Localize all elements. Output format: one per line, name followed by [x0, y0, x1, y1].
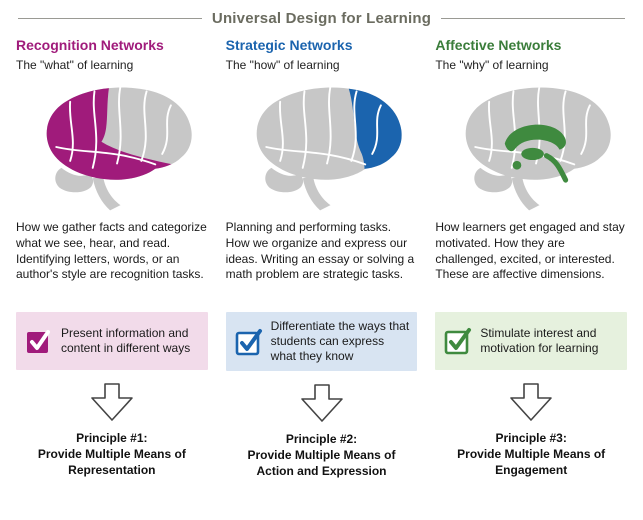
callout-strategic: Differentiate the ways that students can…: [225, 312, 418, 371]
down-arrow-icon: [435, 382, 627, 422]
column-subtitle: The "how" of learning: [225, 58, 340, 72]
principle-1: Principle #1: Provide Multiple Means of …: [16, 430, 208, 479]
column-description: How we gather facts and categorize what …: [16, 220, 207, 282]
title-divider-left: [18, 18, 202, 19]
column-affective: Affective Networks The "why" of learning: [435, 37, 628, 480]
callout-recognition: Present information and content in diffe…: [16, 312, 208, 370]
principle-3: Principle #3: Provide Multiple Means of …: [435, 430, 627, 479]
principle-line: Engagement: [495, 463, 568, 478]
brain-recognition-svg: [46, 87, 192, 211]
checkbox-icon: [234, 327, 264, 357]
brain-affective-svg: [466, 87, 612, 211]
principle-line: Provide Multiple Means of: [457, 447, 606, 462]
column-heading: Recognition Networks: [16, 37, 164, 53]
principle-line: Action and Expression: [256, 464, 387, 479]
column-description: Planning and performing tasks. How we or…: [225, 220, 415, 282]
callout-text: Present information and content in diffe…: [61, 326, 191, 355]
principle-line: Provide Multiple Means of: [37, 447, 186, 462]
principle-line: Representation: [68, 463, 156, 478]
brain-strategic-image: [226, 78, 418, 216]
column-description: How learners get engaged and stay motiva…: [435, 220, 625, 282]
column-recognition: Recognition Networks The "what" of learn…: [16, 37, 208, 480]
callout-text: Differentiate the ways that students can…: [270, 319, 410, 363]
page-title: Universal Design for Learning: [211, 10, 432, 27]
down-arrow-icon: [226, 383, 418, 423]
callout-text: Stimulate interest and motivation for le…: [480, 326, 599, 355]
checkbox-icon: [24, 326, 54, 356]
column-strategic: Strategic Networks The "how" of learning: [225, 37, 418, 480]
callout-affective: Stimulate interest and motivation for le…: [435, 312, 628, 370]
principle-2: Principle #2: Provide Multiple Means of …: [226, 431, 418, 480]
column-heading: Strategic Networks: [225, 37, 353, 53]
column-subtitle: The "what" of learning: [16, 58, 134, 72]
down-arrow-icon: [16, 382, 208, 422]
principle-line: Provide Multiple Means of: [247, 448, 396, 463]
checkbox-icon: [443, 326, 473, 356]
columns: Recognition Networks The "what" of learn…: [12, 37, 631, 480]
principle-title: Principle #3:: [495, 431, 567, 445]
limbic-structures: [505, 124, 569, 183]
column-heading: Affective Networks: [435, 37, 562, 53]
column-subtitle: The "why" of learning: [435, 58, 549, 72]
title-divider-right: [441, 18, 625, 19]
brain-recognition-image: [16, 78, 208, 216]
brain-strategic-svg: [256, 87, 402, 211]
principle-title: Principle #2:: [285, 432, 358, 446]
principle-title: Principle #1:: [76, 431, 148, 445]
brain-affective-image: [435, 78, 627, 216]
header: Universal Design for Learning: [18, 10, 625, 27]
